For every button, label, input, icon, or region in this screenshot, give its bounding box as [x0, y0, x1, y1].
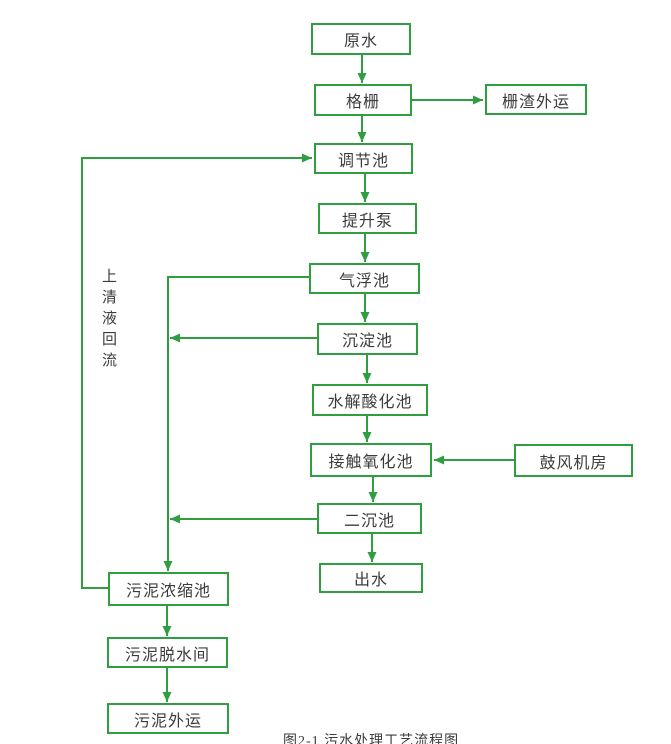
edge-supernatant-reflux-to-regulating-tank	[81, 153, 312, 589]
node-regulating-tank: 调节池	[314, 143, 413, 174]
node-bar-screen: 格栅	[314, 84, 412, 116]
node-secondary-sedimentation-tank: 二沉池	[317, 503, 422, 534]
node-sludge-dewatering-room: 污泥脱水间	[107, 637, 228, 668]
supernatant-reflux-label: 上清液回流	[101, 269, 117, 369]
node-sludge-thickening-tank: 污泥浓缩池	[108, 572, 229, 606]
node-sedimentation-tank: 沉淀池	[317, 323, 418, 355]
figure-caption: 图2-1 污水处理工艺流程图	[283, 734, 460, 744]
node-sludge-transport: 污泥外运	[107, 703, 229, 734]
edge-air-flotation-to-sludge-thickening	[163, 276, 309, 571]
node-air-flotation-tank: 气浮池	[309, 263, 420, 294]
node-effluent: 出水	[319, 563, 423, 593]
node-blower-room: 鼓风机房	[514, 444, 633, 477]
node-contact-oxidation-tank: 接触氧化池	[310, 443, 432, 477]
node-raw-water: 原水	[311, 23, 411, 55]
node-lift-pump: 提升泵	[318, 203, 417, 234]
node-hydrolysis-acidification-tank: 水解酸化池	[312, 384, 428, 416]
node-screen-residue: 栅渣外运	[485, 84, 587, 115]
